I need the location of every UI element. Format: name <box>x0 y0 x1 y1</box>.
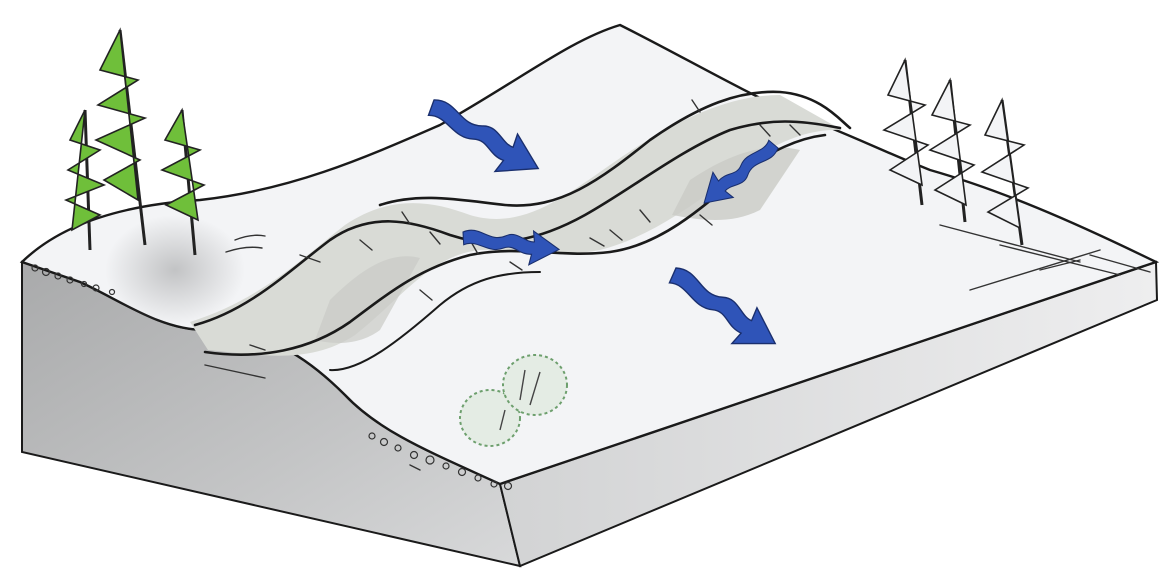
field-contour-lines <box>939 224 1151 291</box>
conifer-tree-icon <box>160 107 206 256</box>
terrace-riser-shade-left <box>315 256 420 343</box>
tree-shadow <box>105 215 245 325</box>
conifer-tree-icon <box>928 77 976 223</box>
conifer-tree-icon <box>980 97 1030 246</box>
conifer-tree-icon <box>882 57 930 206</box>
conifer-tree-icon <box>94 27 148 246</box>
soil-stones <box>31 264 513 491</box>
terrace-upper-edge <box>378 90 852 207</box>
terrace-hatch-marks <box>225 99 801 351</box>
soil-edge-marks <box>204 364 421 471</box>
conifer-tree-icon <box>63 109 107 251</box>
shrub-icon <box>459 354 568 447</box>
terrace-toe-edge <box>329 271 541 372</box>
